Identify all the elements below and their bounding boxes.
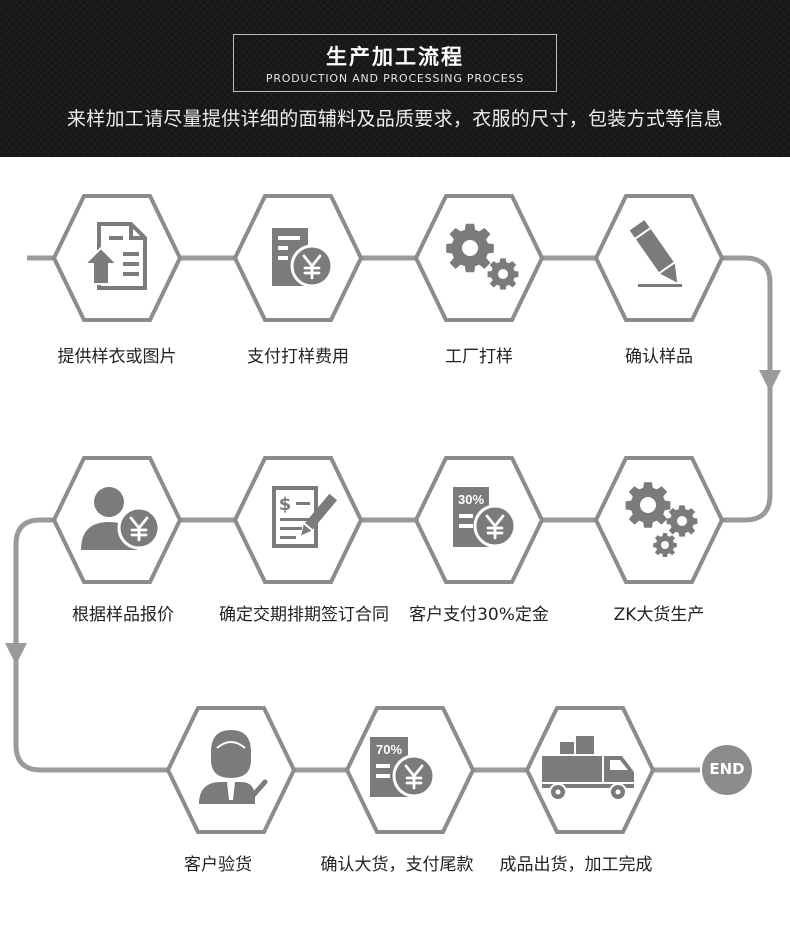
inspector-check-icon: [199, 730, 268, 804]
balance-percent-badge: 70%: [376, 742, 402, 757]
instruction-text: 来样加工请尽量提供详细的面辅料及品质要求，衣服的尺寸，包装方式等信息: [66, 108, 724, 130]
end-label: END: [709, 760, 745, 778]
hex-step-1: [51, 194, 183, 322]
contract-pen-icon: $: [272, 486, 338, 548]
arrow-down-right: [759, 370, 781, 392]
deposit-percent-badge: 30%: [458, 492, 484, 507]
step-label-3: 工厂打样: [445, 347, 513, 367]
svg-text:$: $: [279, 494, 292, 515]
step-label-6: 客户支付30%定金: [409, 605, 549, 625]
step-label-10: 确认大货，支付尾款: [320, 855, 474, 875]
gears-icon: [625, 482, 698, 557]
flow-connector: [13, 255, 773, 773]
header-banner: 生产加工流程 PRODUCTION AND PROCESSING PROCESS…: [0, 0, 790, 157]
end-marker: [702, 745, 752, 795]
arrow-down-left: [5, 643, 27, 665]
pencil-icon: [629, 220, 682, 287]
step-label-8: 根据样品报价: [72, 605, 174, 625]
balance-yen-icon: 70%: [370, 737, 436, 798]
step-label-2: 支付打样费用: [247, 347, 349, 367]
delivery-truck-icon: [542, 736, 634, 801]
person-yen-icon: [81, 487, 161, 550]
step-label-4: 确认样品: [625, 347, 693, 367]
step-label-1: 提供样衣或图片: [57, 347, 177, 367]
deposit-yen-icon: 30%: [453, 487, 517, 548]
step-label-7: 确定交期排期签订合同: [219, 605, 389, 625]
hex-step-8: [51, 456, 183, 584]
gears-icon: [446, 223, 519, 290]
title-box: 生产加工流程 PRODUCTION AND PROCESSING PROCESS: [233, 34, 557, 92]
document-upload-icon: [82, 222, 147, 290]
step-label-9: 客户验货: [184, 855, 252, 875]
page-title-english: PRODUCTION AND PROCESSING PROCESS: [265, 72, 525, 85]
page-title: 生产加工流程: [326, 45, 464, 69]
payment-yen-icon: [272, 228, 334, 288]
step-label-5: ZK大货生产: [613, 605, 705, 625]
step-label-11: 成品出货，加工完成: [499, 855, 653, 875]
